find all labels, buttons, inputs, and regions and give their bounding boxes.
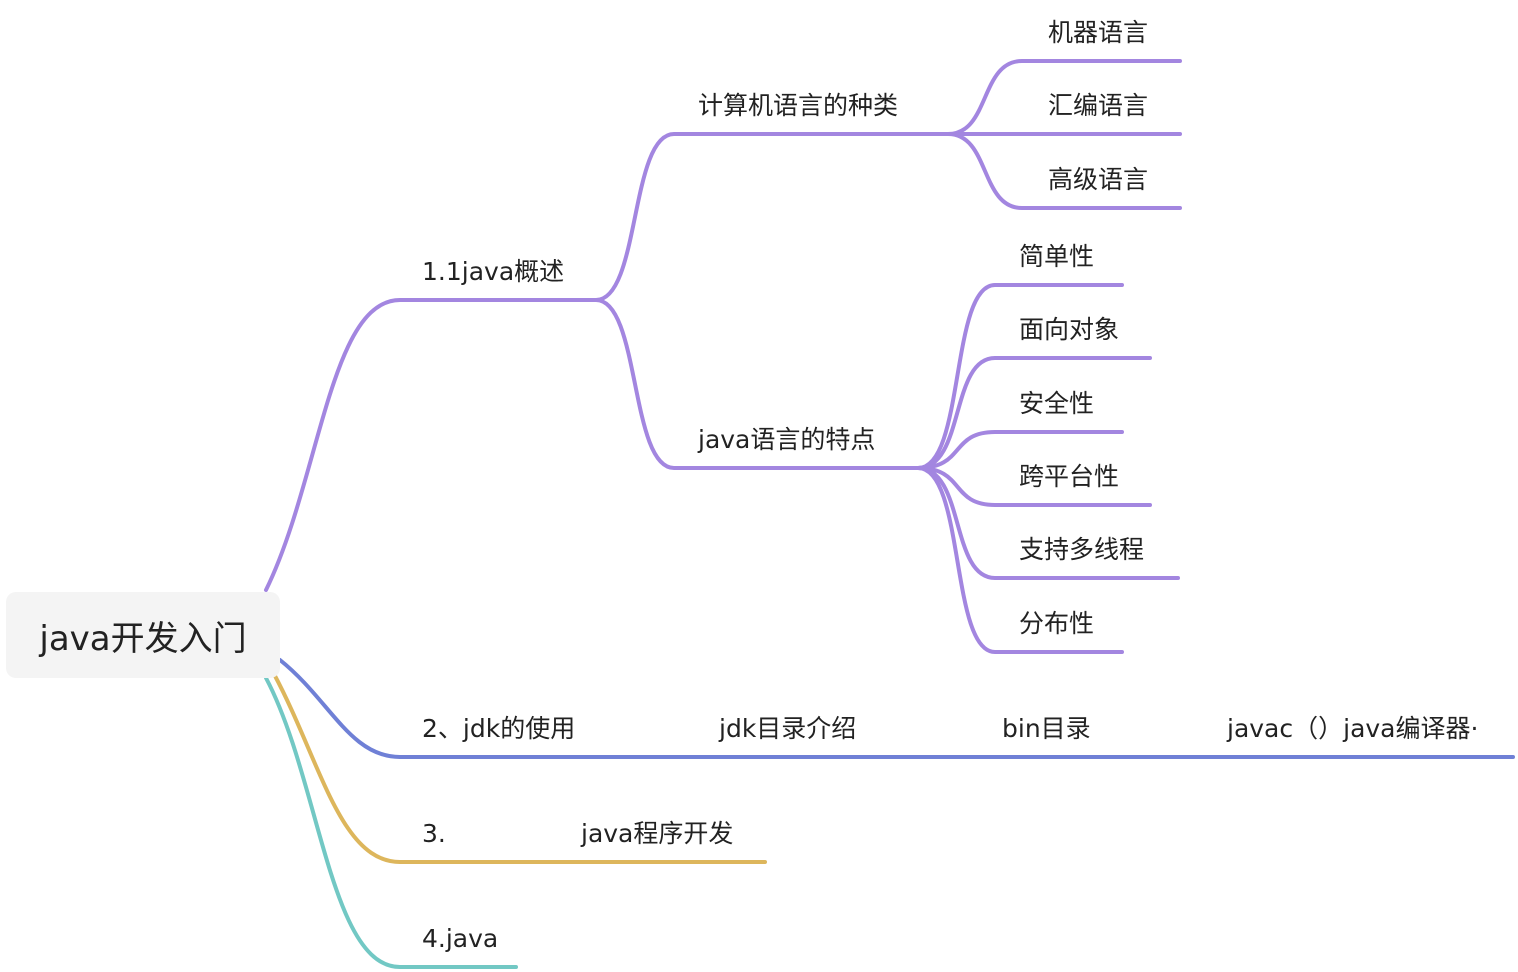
topic-language-features[interactable]: java语言的特点 — [698, 425, 876, 454]
connector-leaf-machine-language — [946, 59, 1182, 136]
connector-root-to-java — [264, 676, 518, 969]
topic-program-development[interactable]: java程序开发 — [581, 819, 734, 848]
topic-three[interactable]: 3. — [422, 819, 446, 848]
connector-leaf-distributed — [916, 466, 1124, 654]
topic-machine-language[interactable]: 机器语言 — [1048, 18, 1149, 47]
topic-bin-directory[interactable]: bin目录 — [1002, 714, 1091, 743]
connector-leaf-multithreading — [916, 466, 1180, 580]
topic-jdk-directory[interactable]: jdk目录介绍 — [719, 714, 857, 743]
topic-language-types[interactable]: 计算机语言的种类 — [698, 91, 899, 120]
topic-multithreading[interactable]: 支持多线程 — [1019, 535, 1145, 564]
connector-leaf-simplicity — [916, 283, 1124, 470]
topic-java-overview[interactable]: 1.1java概述 — [422, 257, 565, 286]
connector-leaf-high-level-language — [946, 132, 1182, 210]
topic-jdk-usage[interactable]: 2、jdk的使用 — [422, 714, 576, 743]
topic-cross-platform[interactable]: 跨平台性 — [1019, 462, 1120, 491]
topic-four-java[interactable]: 4.java — [422, 924, 499, 953]
connector-root-to-java-overview — [264, 298, 598, 592]
connector-overview-to-language-types — [594, 132, 950, 302]
topic-distributed[interactable]: 分布性 — [1019, 609, 1095, 638]
connector-leaf-cross-platform — [916, 466, 1152, 507]
connector-leaf-security — [916, 430, 1124, 470]
topic-high-level-language[interactable]: 高级语言 — [1048, 165, 1149, 194]
topic-object-oriented[interactable]: 面向对象 — [1019, 315, 1120, 344]
topic-simplicity[interactable]: 简单性 — [1019, 242, 1095, 271]
topic-security[interactable]: 安全性 — [1019, 389, 1095, 418]
root-topic[interactable]: java开发入门 — [6, 592, 280, 678]
topic-javac-compiler[interactable]: javac（）java编译器· — [1227, 714, 1479, 743]
topic-assembly-language[interactable]: 汇编语言 — [1048, 91, 1149, 120]
connector-root-to-program-dev — [272, 672, 767, 864]
connector-overview-to-features — [594, 298, 920, 470]
connector-leaf-object-oriented — [916, 356, 1152, 470]
connector-root-to-jdk-usage — [278, 658, 1515, 759]
